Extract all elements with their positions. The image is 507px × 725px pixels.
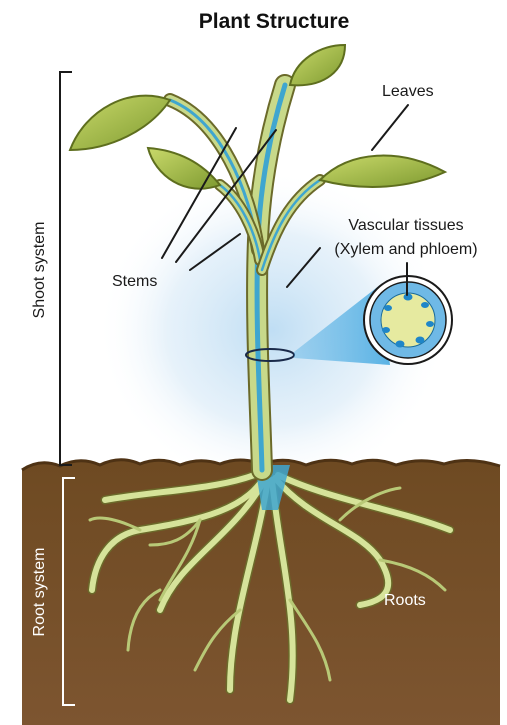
leaves-label: Leaves [382,83,434,100]
diagram-title: Plant Structure [199,10,350,33]
leaf-right [320,156,445,187]
root-system-label: Root system [31,548,48,637]
vascular-label-line2: (Xylem and phloem) [334,241,477,258]
leaf-mid-left [148,148,220,189]
shoot-system-label: Shoot system [31,222,48,319]
stems-label: Stems [112,273,157,290]
shoot-system-bracket [60,72,72,465]
leaf-top [290,45,345,85]
leaf-upper-left [70,96,170,150]
vascular-label-line1: Vascular tissues [348,217,463,234]
roots-label: Roots [384,592,426,609]
